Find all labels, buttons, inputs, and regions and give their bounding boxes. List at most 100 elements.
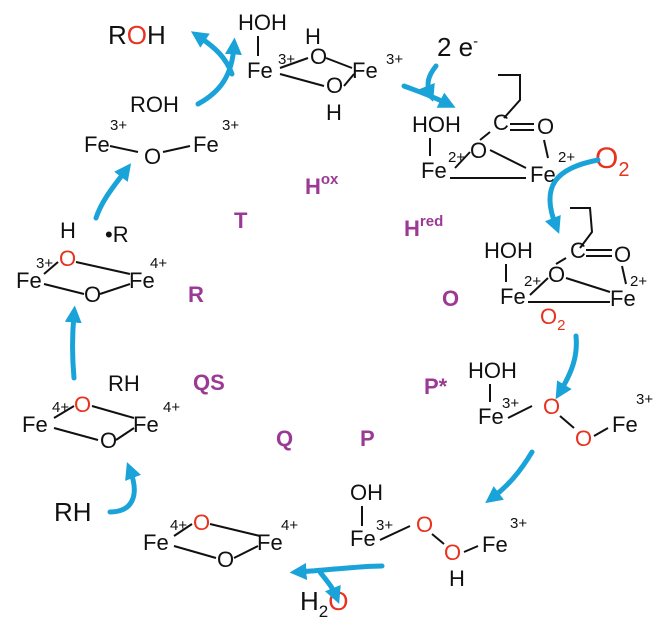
svg-text:Fe: Fe [247, 58, 273, 83]
svg-text:RH: RH [108, 371, 140, 396]
svg-text:Fe: Fe [610, 286, 636, 311]
svg-text:Fe: Fe [84, 132, 110, 157]
svg-text:2+: 2+ [558, 149, 575, 166]
svg-text:C: C [570, 238, 586, 263]
svg-text:Fe: Fe [478, 404, 504, 429]
svg-text:O: O [416, 512, 433, 537]
o-state-structure: C O HOH O Fe 2+ Fe 2+ O2 [484, 207, 647, 334]
svg-text:Fe: Fe [143, 530, 169, 555]
svg-text:O: O [310, 44, 327, 69]
svg-text:3+: 3+ [636, 391, 653, 408]
svg-text:2 e-: 2 e- [437, 32, 478, 62]
svg-text:3+: 3+ [36, 255, 53, 272]
svg-text:OH: OH [350, 480, 383, 505]
svg-text:3+: 3+ [386, 51, 403, 68]
arrow-o-to-pstar [555, 333, 579, 400]
state-hox-label: Hox [305, 171, 339, 199]
svg-text:Fe: Fe [257, 530, 283, 555]
state-t-label: T [234, 208, 248, 233]
svg-text:O: O [144, 144, 161, 169]
r-structure: H •R Fe 3+ O O Fe 4+ [16, 218, 167, 307]
svg-text:HOH: HOH [468, 358, 517, 383]
hred-structure: C O HOH O Fe 2+ Fe 2+ [412, 74, 575, 187]
hox-structure: HOH Fe 3+ H O O H Fe 3+ [238, 10, 403, 125]
arrow-pstar-to-p [485, 449, 535, 504]
state-p-label: P [360, 426, 375, 451]
svg-text:O: O [59, 246, 76, 271]
svg-text:O: O [614, 242, 631, 267]
svg-text:3+: 3+ [222, 117, 239, 134]
svg-text:O: O [326, 73, 343, 98]
svg-text:O: O [217, 547, 234, 572]
svg-text:Fe: Fe [612, 412, 638, 437]
svg-text:O: O [575, 426, 592, 451]
svg-text:H: H [449, 566, 465, 591]
svg-text:H: H [326, 100, 342, 125]
pstar-structure: HOH Fe 3+ O O Fe 3+ [468, 358, 653, 451]
svg-text:Hox: Hox [305, 171, 339, 199]
water-product: H2O [300, 586, 348, 621]
svg-text:3+: 3+ [376, 517, 393, 534]
svg-text:O2: O2 [595, 142, 629, 181]
roh-product: ROH [108, 20, 166, 50]
svg-text:O: O [543, 394, 560, 419]
svg-text:2+: 2+ [448, 149, 465, 166]
svg-text:•R: •R [105, 222, 129, 247]
arrow-hred-to-o [544, 157, 601, 234]
svg-text:4+: 4+ [281, 517, 298, 534]
arrow-p-to-q [289, 562, 385, 580]
svg-text:Fe: Fe [133, 412, 159, 437]
cycle-arrows [64, 31, 601, 604]
svg-text:3+: 3+ [110, 117, 127, 134]
svg-text:3+: 3+ [510, 515, 527, 532]
svg-text:O: O [548, 262, 565, 287]
arrow-electrons-in [418, 63, 439, 102]
svg-text:3+: 3+ [502, 395, 519, 412]
arrow-qs-to-r [64, 305, 82, 381]
arrow-r-to-t [93, 163, 132, 221]
svg-text:Fe: Fe [129, 268, 155, 293]
svg-text:ROH: ROH [130, 92, 179, 117]
svg-text:Hred: Hred [404, 213, 443, 241]
rh-substrate: RH [54, 497, 92, 527]
q-structure: Fe 4+ O O Fe 4+ [143, 510, 298, 572]
svg-text:O: O [84, 282, 101, 307]
svg-text:Fe: Fe [16, 268, 42, 293]
p-structure: OH Fe 3+ O O H Fe 3+ [350, 480, 527, 591]
svg-text:4+: 4+ [170, 517, 187, 534]
svg-text:HOH: HOH [412, 112, 461, 137]
two-electrons-reagent: 2 e- [437, 32, 478, 62]
svg-text:Fe: Fe [500, 284, 526, 309]
svg-text:Fe: Fe [193, 132, 219, 157]
svg-text:2+: 2+ [630, 273, 647, 290]
svg-text:ROH: ROH [108, 20, 166, 50]
svg-text:2+: 2+ [524, 273, 541, 290]
svg-text:Fe: Fe [421, 158, 447, 183]
svg-text:H: H [60, 218, 76, 243]
svg-text:HOH: HOH [484, 238, 533, 263]
svg-text:4+: 4+ [150, 255, 167, 272]
svg-text:H: H [305, 24, 321, 49]
state-q-label: Q [276, 426, 293, 451]
svg-text:O: O [100, 428, 117, 453]
state-pstar-label: P* [424, 374, 448, 399]
state-o-label: O [442, 286, 459, 311]
svg-text:HOH: HOH [238, 10, 287, 35]
state-hred-label: Hred [404, 213, 443, 241]
svg-text:C: C [493, 110, 509, 135]
svg-text:Fe: Fe [22, 412, 48, 437]
qs-structure: RH Fe 4+ O O Fe 4+ [22, 371, 180, 453]
t-structure: ROH Fe 3+ O Fe 3+ [84, 92, 239, 169]
svg-text:O: O [444, 540, 461, 565]
svg-text:4+: 4+ [163, 399, 180, 416]
svg-text:O: O [470, 138, 487, 163]
state-r-label: R [188, 282, 204, 307]
arrow-rh-in [107, 462, 141, 515]
svg-text:O: O [74, 392, 91, 417]
arrow-t-to-hox [195, 37, 242, 107]
svg-text:Fe: Fe [482, 532, 508, 557]
arrow-roh-release [190, 31, 235, 77]
arrow-water-release [317, 569, 341, 604]
